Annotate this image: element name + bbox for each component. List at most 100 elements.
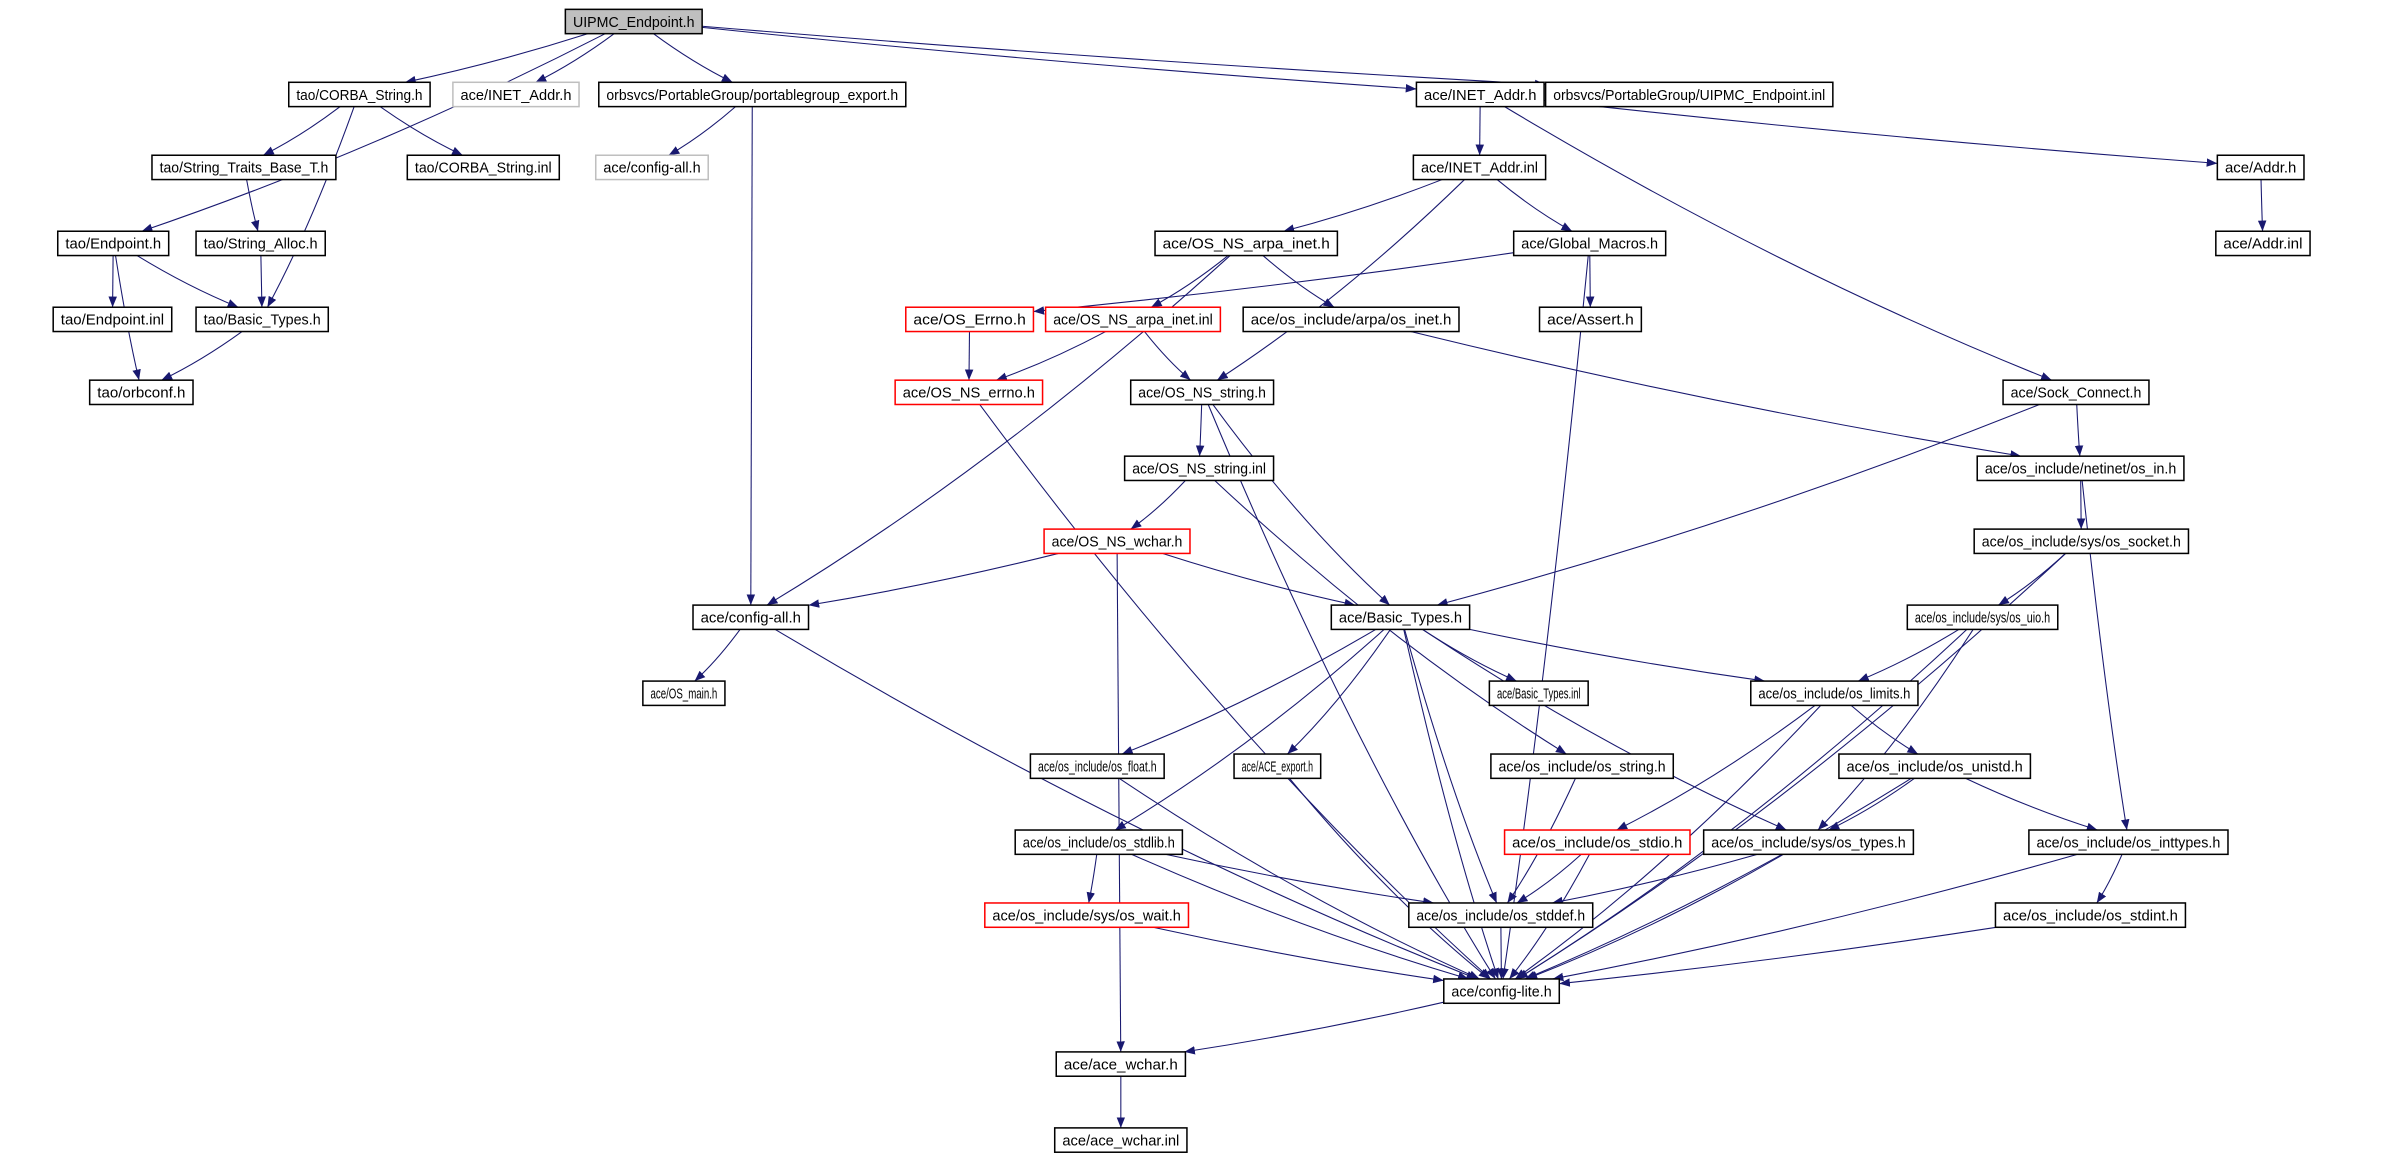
node-ace_assert[interactable]: ace/Assert.h [1538,306,1643,333]
node-box [1544,81,1834,108]
node-ace_os_ns_wchar[interactable]: ace/OS_NS_wchar.h [1043,528,1191,555]
node-label: tao/orbconf.h [97,385,185,402]
edge-ace_os_in-to-ace_os_socket [2076,480,2086,530]
node-label: tao/CORBA_String.h [296,87,422,104]
edge-root-to-ace_inet_addr_gray [535,33,615,83]
node-ace_os_ns_arpa_inet_inl[interactable]: ace/OS_NS_arpa_inet.inl [1044,306,1222,333]
node-ace_os_unistd[interactable]: ace/os_include/os_unistd.h [1838,753,2032,780]
node-box [1488,680,1589,707]
edge-ace_basic_types-to-ace_os_stdlib [1114,629,1385,831]
edge-ace_os_ns_string_h-to-ace_basic_types [1212,404,1391,606]
node-label: ace/os_include/netinet/os_in.h [1985,461,2176,478]
node-ace_os_socket[interactable]: ace/os_include/sys/os_socket.h [1973,528,2190,555]
edge-ace_os_uio-to-ace_os_types [1817,629,1974,831]
edge-ace_os_inet-to-ace_os_in [1410,331,2022,459]
node-ace_addr_h[interactable]: ace/Addr.h [2216,154,2305,181]
node-tao_endpoint_h[interactable]: tao/Endpoint.h [56,230,170,257]
node-label: ace/os_include/os_stdio.h [1512,834,1682,851]
node-ace_os_ns_string_inl[interactable]: ace/OS_NS_string.inl [1123,455,1275,482]
node-ace_os_limits[interactable]: ace/os_include/os_limits.h [1750,680,1919,707]
node-root[interactable]: UIPMC_Endpoint.h [564,8,703,35]
node-ace_os_float[interactable]: ace/os_include/os_float.h [1029,753,1165,780]
edge-ace_os_wait-to-ace_config_lite [1152,926,1444,984]
node-ace_os_stdio[interactable]: ace/os_include/os_stdio.h [1503,829,1691,856]
node-box [1233,753,1322,780]
node-ace_os_ns_errno[interactable]: ace/OS_NS_errno.h [894,379,1044,406]
node-ace_os_ns_string_h[interactable]: ace/OS_NS_string.h [1129,379,1275,406]
edge-ace_sock_connect-to-ace_basic_types [1436,403,2040,607]
node-ace_basic_types[interactable]: ace/Basic_Types.h [1330,604,1471,631]
node-label: ace/Basic_Types.inl [1497,686,1581,703]
node-label: ace/os_include/sys/os_uio.h [1915,610,2050,627]
node-label: ace/OS_Errno.h [913,312,1025,329]
node-ace_ace_wchar_h[interactable]: ace/ace_wchar.h [1055,1051,1187,1077]
edge-root-to-pg_export [653,33,733,83]
node-ace_addr_inl[interactable]: ace/Addr.inl [2215,230,2311,257]
node-ace_global_macros[interactable]: ace/Global_Macros.h [1512,230,1667,257]
node-box [594,154,709,181]
node-box [287,81,431,108]
node-label: ace/os_include/os_inttypes.h [2036,834,2220,851]
edge-tao_basic_types-to-tao_orbconf [161,331,243,381]
node-tao_endpoint_inl[interactable]: tao/Endpoint.inl [52,306,173,333]
node-ace_inet_addr_h[interactable]: ace/INET_Addr.h [1415,81,1545,108]
node-box [642,680,726,707]
edge-ace_config_all-to-ace_os_main [694,629,741,682]
node-ace_ace_wchar_inl[interactable]: ace/ace_wchar.inl [1053,1127,1188,1153]
node-ace_config_lite[interactable]: ace/config-lite.h [1443,978,1561,1005]
edge-ace_global_macros-to-ace_os_errno [1033,252,1514,315]
node-box [564,8,703,35]
node-ace_inet_addr_inl[interactable]: ace/INET_Addr.inl [1412,154,1547,181]
edge-ace_os_stdlib-to-ace_os_wait [1086,854,1098,904]
edge-ace_os_stdio-to-ace_os_stddef [1516,853,1582,904]
node-label: ace/INET_Addr.h [1424,87,1536,104]
node-ace_os_ns_arpa_inet_h[interactable]: ace/OS_NS_arpa_inet.h [1154,230,1339,257]
node-ace_config_all[interactable]: ace/config-all.h [692,604,810,631]
node-box [151,154,337,181]
node-box [1014,829,1184,856]
node-ace_os_wait[interactable]: ace/os_include/sys/os_wait.h [984,902,1190,929]
node-ace_basic_types_inl[interactable]: ace/Basic_Types.inl [1488,680,1589,707]
node-ace_os_errno[interactable]: ace/OS_Errno.h [905,306,1035,333]
node-box [1838,753,2032,780]
node-label: ace/os_include/os_string.h [1498,759,1665,776]
node-tao_basic_types[interactable]: tao/Basic_Types.h [195,306,330,333]
node-label: ace/Basic_Types.h [1339,610,1462,627]
node-ace_os_inet[interactable]: ace/os_include/arpa/os_inet.h [1242,306,1460,333]
node-ace_os_stddef[interactable]: ace/os_include/os_stddef.h [1408,902,1594,929]
node-ace_os_inttypes[interactable]: ace/os_include/os_inttypes.h [2028,829,2229,856]
node-tao_string_traits[interactable]: tao/String_Traits_Base_T.h [151,154,337,181]
node-tao_string_alloc[interactable]: tao/String_Alloc.h [195,230,326,257]
edge-ace_os_ns_wchar-to-ace_ace_wchar_h [1116,553,1125,1052]
edge-ace_os_limits-to-ace_config_lite [1514,705,1822,980]
node-tao_corba_string_h[interactable]: tao/CORBA_String.h [287,81,431,108]
edge-ace_os_stdlib-to-ace_config_lite [1131,853,1469,981]
node-ace_os_stdint[interactable]: ace/os_include/os_stdint.h [1994,902,2187,929]
node-box [195,306,330,333]
edge-ace_inet_addr_h-to-ace_sock_connect [1504,106,2052,381]
edge-ace_os_errno-to-ace_os_ns_errno [964,331,974,381]
node-ace_ace_export[interactable]: ace/ACE_export.h [1233,753,1322,780]
node-uipmc_inl[interactable]: orbsvcs/PortableGroup/UIPMC_Endpoint.inl [1544,81,1834,108]
edge-ace_os_unistd-to-ace_os_inttypes [1965,777,2098,831]
node-pg_export[interactable]: orbsvcs/PortableGroup/portablegroup_expo… [598,81,907,108]
node-ace_sock_connect[interactable]: ace/Sock_Connect.h [2002,379,2150,406]
node-ace_os_stdlib[interactable]: ace/os_include/os_stdlib.h [1014,829,1184,856]
node-ace_inet_addr_gray[interactable]: ace/INET_Addr.h [452,81,580,108]
edge-ace_basic_types-to-ace_os_float [1121,628,1376,755]
node-box [1043,528,1191,555]
node-tao_corba_string_inl[interactable]: tao/CORBA_String.inl [406,154,561,181]
edge-root-to-tao_endpoint_h [141,33,606,232]
node-ace_os_in[interactable]: ace/os_include/netinet/os_in.h [1976,455,2185,482]
node-ace_os_string[interactable]: ace/os_include/os_string.h [1490,753,1675,780]
node-ace_config_all_gray[interactable]: ace/config-all.h [594,154,709,181]
edge-ace_os_ns_string_h-to-ace_os_ns_string_inl [1195,404,1205,457]
node-ace_os_main[interactable]: ace/OS_main.h [642,680,726,707]
node-box [195,230,326,257]
node-ace_os_types[interactable]: ace/os_include/sys/os_types.h [1702,829,1915,856]
node-label: tao/Endpoint.h [65,236,161,253]
node-tao_orbconf[interactable]: tao/orbconf.h [88,379,194,406]
edge-ace_basic_types-to-ace_config_lite [1403,629,1499,980]
node-box [2002,379,2150,406]
node-ace_os_uio[interactable]: ace/os_include/sys/os_uio.h [1906,604,2059,631]
